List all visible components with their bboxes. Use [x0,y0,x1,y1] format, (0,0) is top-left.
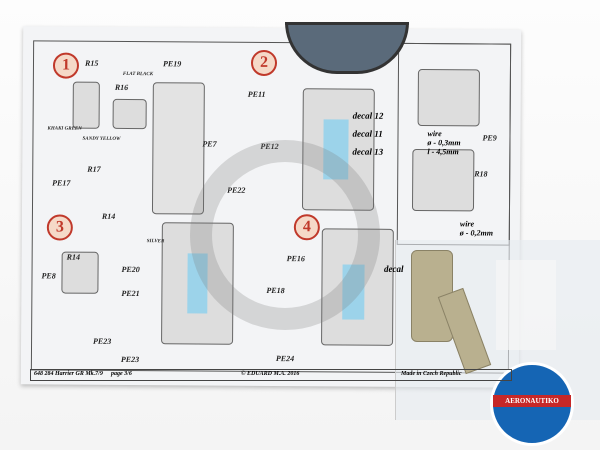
color-silver: SILVER [146,239,165,245]
step-3: 3 [46,214,73,241]
label-pe7: PE7 [202,139,217,149]
part-cushion [112,98,147,130]
label-r18: R18 [474,169,488,179]
decal-13: decal 13 [352,146,384,157]
label-r17: R17 [87,164,101,174]
color-flat-black: FLAT BLACK [122,71,154,78]
decal-12: decal 12 [352,110,384,121]
color-khaki-green: KHAKI GREEN [47,126,82,132]
part-seat-1 [151,82,205,215]
label-pe19: PE19 [162,59,182,69]
wire-diameter: ø - 0,2mm [459,228,493,238]
label-r14b: R14 [66,252,81,262]
label-pe23: PE23 [93,336,112,346]
watermark-logo [190,140,380,330]
wire-spec-2: wire ø - 0,2mm [460,219,493,237]
label-pe9: PE9 [482,133,497,143]
copyright: © EDUARD M.A. 2016 [241,371,300,377]
wire-diameter: ø - 0,3mm [427,138,461,148]
wire-title: wire [427,129,442,139]
wire-spec-1: wire ø - 0,3mm l - 4,5mm [427,129,460,156]
label-pe8: PE8 [41,271,56,281]
aeronautiko-logo: AERONAUTIKO [490,362,574,446]
part-detail-a [417,69,480,127]
label-pe21: PE21 [121,288,140,299]
page-number: page 3/6 [111,371,132,377]
label-pe23b: PE23 [120,354,140,365]
part-headrest [72,81,100,129]
step-2: 2 [250,49,278,77]
resin-clear-parts [496,260,556,350]
decal-label: decal [384,264,404,274]
label-r14: R14 [101,211,116,221]
label-pe17: PE17 [52,178,71,188]
label-pe20: PE20 [121,264,140,275]
made-in: Made in Czech Republic [401,371,462,377]
label-r15: R15 [84,58,99,68]
wire-title: wire [459,219,475,229]
step-1: 1 [52,52,80,79]
decal-11: decal 11 [352,128,383,139]
wire-length: l - 4,5mm [427,147,459,157]
label-pe11: PE11 [247,89,266,99]
color-sandy-yellow: SANDY YELLOW [82,136,121,142]
label-r16: R16 [114,82,129,92]
product-code: 648 284 Harrier GR Mk.7/9 [34,371,103,377]
label-pe24: PE24 [275,354,295,364]
part-detail-b [411,148,475,212]
sheet-footer: 648 284 Harrier GR Mk.7/9 page 3/6 © EDU… [30,369,512,381]
